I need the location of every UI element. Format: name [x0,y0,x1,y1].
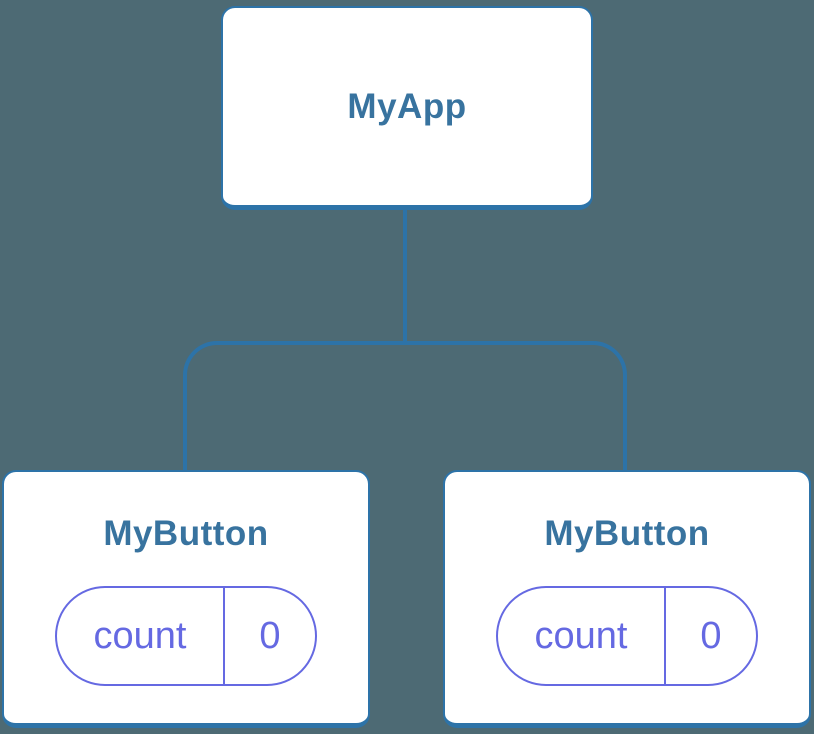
child-node-mybutton-1: MyButton count 0 [2,470,370,728]
state-pill: count 0 [55,586,317,686]
child-node-mybutton-2: MyButton count 0 [443,470,811,728]
state-key: count [57,588,225,684]
root-node-myapp: MyApp [221,6,593,210]
node-title: MyApp [347,86,467,126]
state-value: 0 [700,614,722,657]
tree-connector-bracket [183,341,627,472]
node-title: MyButton [103,514,269,553]
node-title: MyButton [544,514,710,553]
state-value: 0 [259,614,281,657]
state-pill: count 0 [496,586,758,686]
state-key: count [498,588,666,684]
tree-connector-stem [403,208,407,345]
